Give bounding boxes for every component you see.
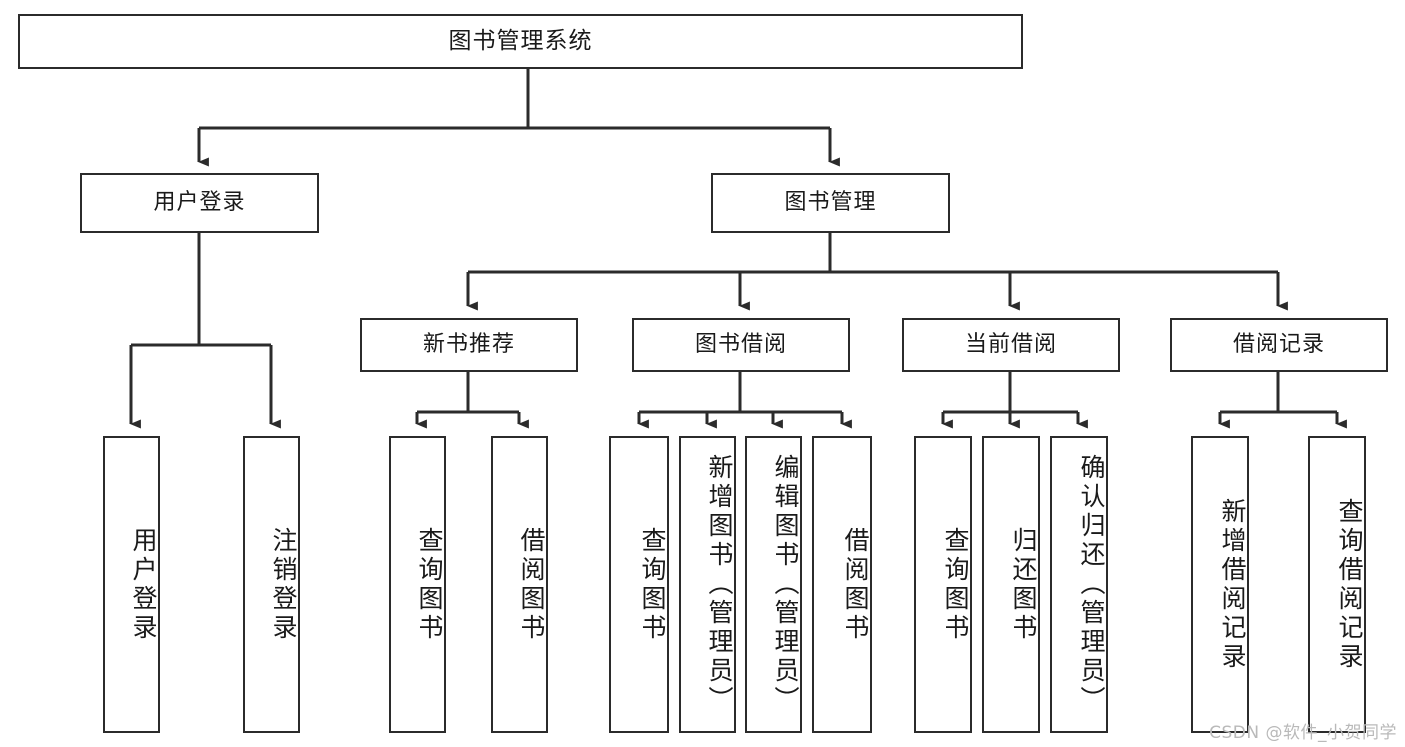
node-label: 借阅记录 [1232,332,1325,358]
leaf-new-book-borrow[interactable]: 借阅图书 [491,436,548,733]
node-label: 新增借阅记录 [1218,497,1247,672]
node-label: 借阅图书 [841,526,870,643]
node-label: 确认归还（管理员） [1077,454,1106,715]
node-borrow-record[interactable]: 借阅记录 [1170,318,1388,372]
leaf-current-borrow-query[interactable]: 查询图书 [914,436,972,733]
node-label: 归还图书 [1009,526,1038,643]
leaf-current-borrow-confirm-return[interactable]: 确认归还（管理员） [1050,436,1108,733]
leaf-book-borrow-add[interactable]: 新增图书（管理员） [679,436,736,733]
leaf-new-book-query[interactable]: 查询图书 [389,436,446,733]
node-label: 当前借阅 [964,332,1057,358]
node-label: 新书推荐 [422,332,515,358]
node-label: 查询借阅记录 [1335,497,1364,672]
leaf-book-borrow-edit[interactable]: 编辑图书（管理员） [745,436,802,733]
leaf-borrow-record-query[interactable]: 查询借阅记录 [1308,436,1366,733]
node-new-book-recommend[interactable]: 新书推荐 [360,318,578,372]
node-book-management-system[interactable]: 图书管理系统 [18,14,1023,69]
node-label: 编辑图书（管理员） [771,454,800,715]
watermark: CSDN @软件_小贺同学 [1209,723,1397,743]
node-label: 用户登录 [129,526,158,643]
node-label: 图书管理 [784,190,877,216]
leaf-book-borrow-borrow[interactable]: 借阅图书 [812,436,872,733]
node-label: 新增图书（管理员） [705,454,734,715]
node-book-borrow[interactable]: 图书借阅 [632,318,850,372]
node-label: 用户登录 [153,190,246,216]
node-book-management[interactable]: 图书管理 [711,173,950,233]
node-label: 查询图书 [415,526,444,643]
node-label: 注销登录 [269,526,298,643]
node-label: 查询图书 [941,526,970,643]
node-label: 图书借阅 [694,332,787,358]
node-user-login[interactable]: 用户登录 [80,173,319,233]
node-label: 借阅图书 [517,526,546,643]
leaf-user-login-logout[interactable]: 注销登录 [243,436,300,733]
node-label: 查询图书 [638,526,667,643]
node-current-borrow[interactable]: 当前借阅 [902,318,1120,372]
leaf-current-borrow-return[interactable]: 归还图书 [982,436,1040,733]
leaf-borrow-record-add[interactable]: 新增借阅记录 [1191,436,1249,733]
leaf-user-login-login[interactable]: 用户登录 [103,436,160,733]
leaf-book-borrow-query[interactable]: 查询图书 [609,436,669,733]
node-label: 图书管理系统 [448,27,593,54]
